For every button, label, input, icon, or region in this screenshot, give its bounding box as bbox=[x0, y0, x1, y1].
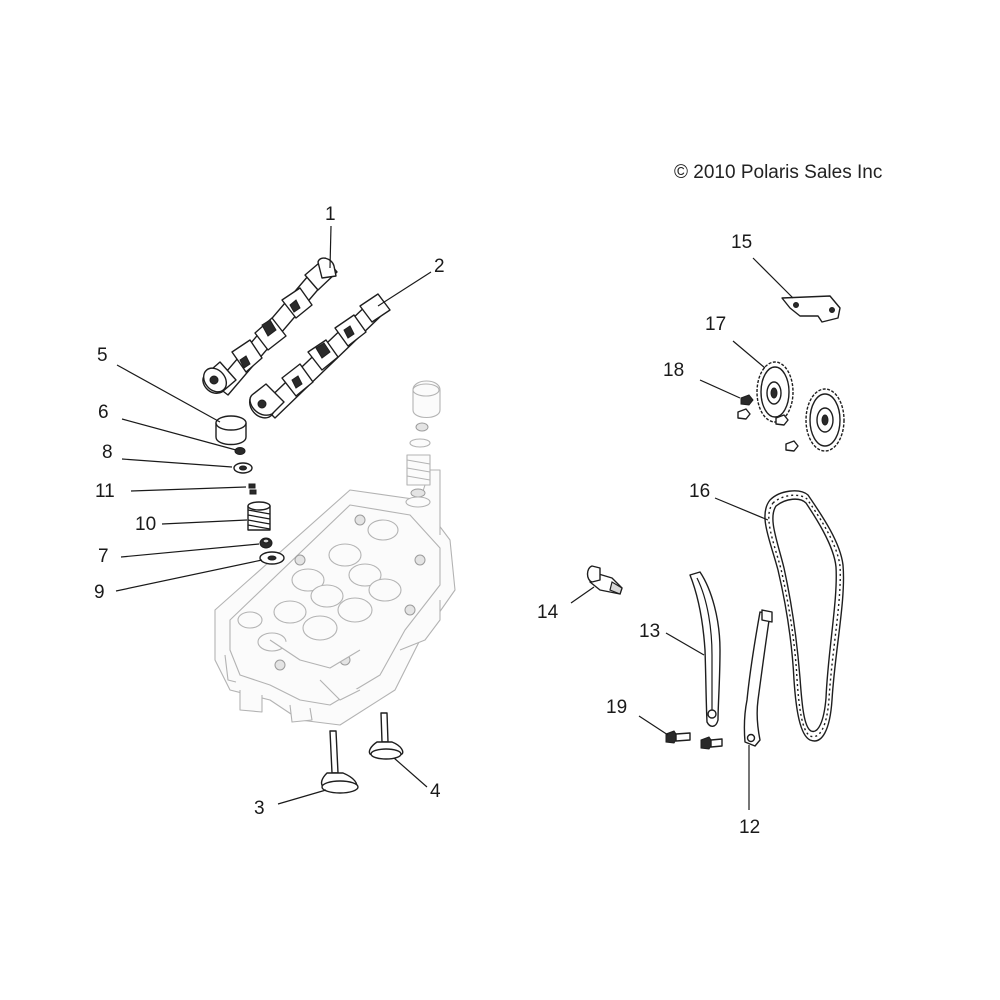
callout-9: 9 bbox=[94, 582, 105, 603]
callout-11: 11 bbox=[95, 481, 115, 502]
cylinder-head bbox=[214, 469, 456, 726]
spring-retainer bbox=[233, 462, 253, 474]
callout-6: 6 bbox=[98, 402, 109, 423]
callout-labels: 1 2 3 4 5 6 7 8 9 10 11 12 13 14 15 16 1… bbox=[94, 204, 760, 838]
callout-19: 19 bbox=[606, 697, 627, 718]
callout-1: 1 bbox=[325, 204, 336, 225]
callout-3: 3 bbox=[254, 798, 265, 819]
callout-7: 7 bbox=[98, 546, 109, 567]
camshaft-2 bbox=[248, 293, 391, 419]
leader-lines bbox=[115, 225, 794, 810]
copyright-notice: © 2010 Polaris Sales Inc bbox=[674, 162, 883, 183]
callout-10: 10 bbox=[135, 514, 156, 535]
timing-chain bbox=[764, 490, 845, 742]
tensioner-blade bbox=[689, 571, 721, 727]
callout-12: 12 bbox=[739, 817, 760, 838]
callout-18: 18 bbox=[663, 360, 684, 381]
cam-sprocket-2 bbox=[805, 388, 845, 452]
pivot-bolt bbox=[665, 730, 723, 750]
callout-5: 5 bbox=[97, 345, 108, 366]
cam-sprocket-1 bbox=[756, 361, 794, 423]
callout-15: 15 bbox=[731, 232, 752, 253]
valve-shim bbox=[234, 447, 246, 455]
callout-4: 4 bbox=[430, 781, 441, 802]
valve-keepers bbox=[248, 483, 257, 495]
valve-spring bbox=[247, 501, 271, 531]
chain-guide-lower bbox=[743, 609, 773, 747]
callout-17: 17 bbox=[705, 314, 726, 335]
callout-16: 16 bbox=[689, 481, 710, 502]
spring-seat-washer bbox=[259, 551, 285, 565]
exhaust-valve bbox=[368, 712, 404, 760]
callout-14: 14 bbox=[537, 602, 559, 623]
callout-13: 13 bbox=[639, 621, 660, 642]
chain-tensioner bbox=[586, 565, 623, 595]
intake-valve bbox=[320, 730, 359, 794]
valve-bucket bbox=[215, 415, 247, 446]
valve-stem-seal bbox=[259, 537, 273, 549]
sprocket-bolt bbox=[737, 394, 799, 452]
callout-8: 8 bbox=[102, 442, 113, 463]
ghost-valve-assembly bbox=[405, 380, 441, 508]
chain-guide-upper bbox=[781, 295, 841, 323]
camshaft-1 bbox=[202, 257, 338, 396]
callout-2: 2 bbox=[434, 256, 445, 277]
